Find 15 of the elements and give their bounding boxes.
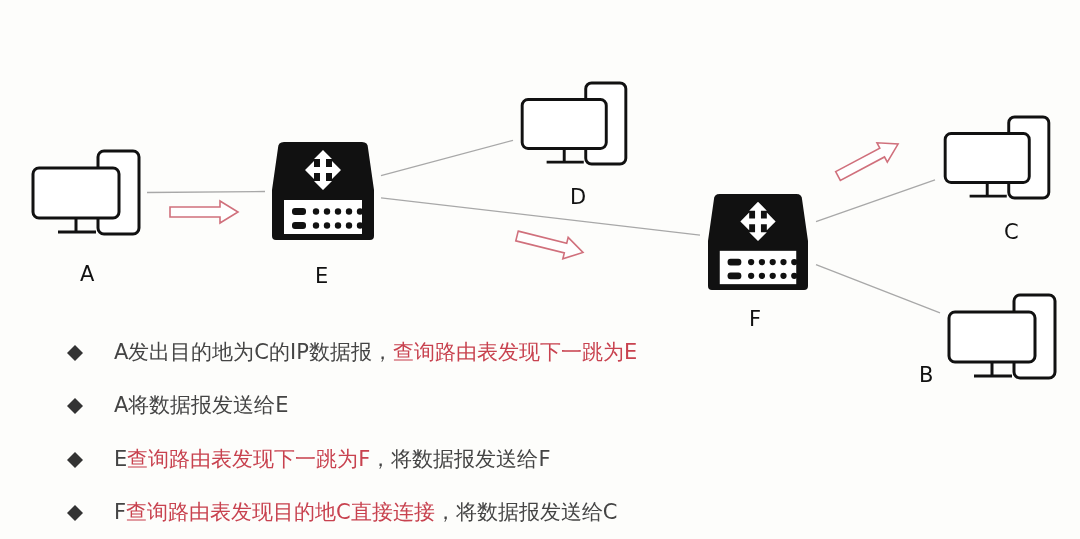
connection-line [380, 197, 701, 236]
node-label: D [570, 187, 587, 208]
node-label: F [749, 309, 762, 330]
bullet-text: E查询路由表发现下一跳为F，将数据报发送给F [114, 447, 551, 473]
bullet-text: A发出目的地为C的IP数据报，查询路由表发现下一跳为E [114, 340, 638, 366]
node-label: C [1004, 222, 1019, 243]
node-label: E [315, 266, 329, 287]
connection-line [380, 139, 514, 177]
node-label: A [80, 264, 95, 285]
bullet-text: A将数据报发送给E [114, 393, 289, 419]
connection-line [146, 190, 266, 194]
bullet-text: F查询路由表发现目的地C直接连接，将数据报发送给C [114, 500, 618, 526]
node-label: B [919, 365, 934, 386]
connection-line [815, 263, 941, 314]
connection-line [815, 179, 936, 223]
